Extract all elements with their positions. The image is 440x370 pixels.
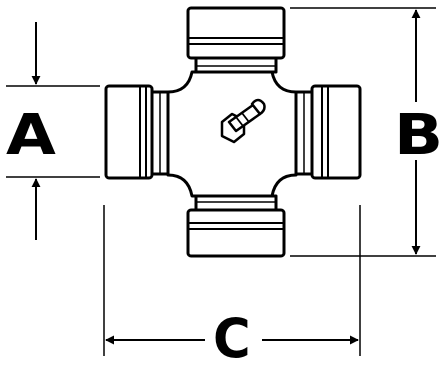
bottom-bearing-cap xyxy=(186,194,286,258)
dimension-c-label: C xyxy=(213,307,251,370)
u-joint-cross xyxy=(104,6,362,258)
top-bearing-cap xyxy=(186,6,286,74)
dimension-c xyxy=(103,205,361,356)
dimension-a-label: A xyxy=(6,103,56,168)
left-bearing-cap xyxy=(104,84,170,180)
right-bearing-cap xyxy=(294,84,362,180)
dimension-a xyxy=(6,22,100,240)
dimension-b xyxy=(290,7,436,257)
grease-fitting xyxy=(220,98,266,144)
dimension-b-label: B xyxy=(394,103,440,168)
